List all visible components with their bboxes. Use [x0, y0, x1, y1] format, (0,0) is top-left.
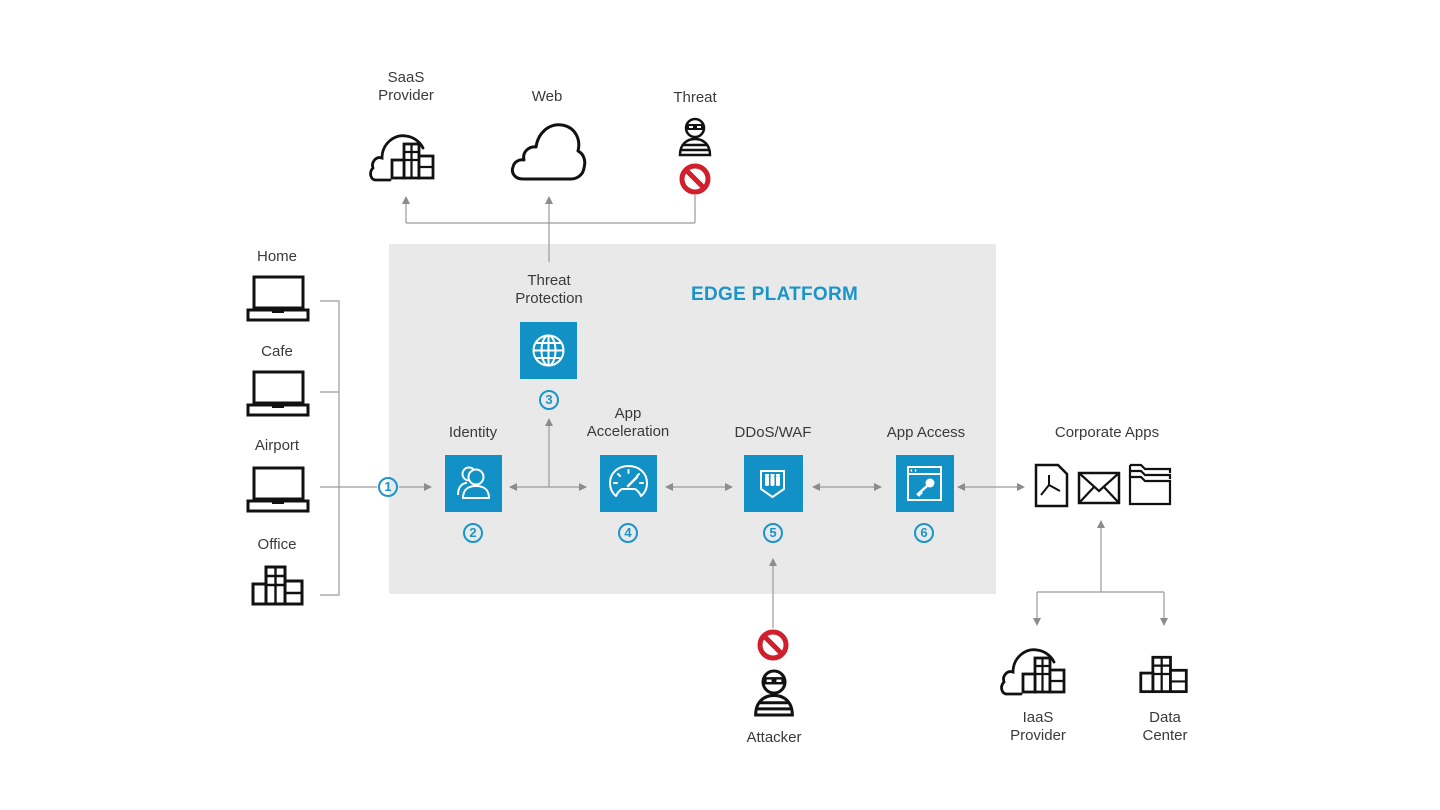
attacker-label: Attacker: [746, 729, 802, 746]
speedometer-icon: [608, 464, 649, 497]
app-acceleration-label: App Acceleration: [587, 405, 670, 441]
app-key-icon: [907, 466, 942, 501]
source-bracket: [320, 300, 340, 596]
threat-protection-label-line1: Threat: [527, 272, 571, 289]
source-home-label: Home: [256, 248, 298, 265]
attacker-icon: [678, 117, 712, 157]
step-3-badge: 3: [539, 390, 559, 410]
source-cafe-label: Cafe: [261, 343, 293, 360]
datacenter-label-line1: Data: [1149, 709, 1181, 726]
step-4-badge: 4: [618, 523, 638, 543]
threat-protection-tile[interactable]: [520, 322, 577, 379]
step-2-badge: 2: [463, 523, 483, 543]
datacenter-label: Data Center: [1142, 709, 1187, 745]
app-access-tile[interactable]: [896, 455, 954, 512]
iaas-label-line1: IaaS: [1022, 709, 1054, 726]
blocked-icon: [757, 629, 789, 661]
laptop-icon: [246, 466, 310, 513]
attacker-icon: [754, 669, 794, 717]
app-acceleration-label-line1: App: [614, 405, 642, 422]
cloud-building-icon: [1000, 648, 1066, 696]
folders-icon: [1128, 463, 1172, 506]
saas-label-line1: SaaS: [387, 69, 425, 86]
app-acceleration-tile[interactable]: [600, 455, 657, 512]
laptop-icon: [246, 275, 310, 322]
app-access-label: App Access: [886, 424, 966, 441]
app-acceleration-label-line2: Acceleration: [586, 423, 670, 440]
users-icon: [457, 466, 491, 499]
identity-tile[interactable]: [445, 455, 502, 512]
step-1-badge: 1: [378, 477, 398, 497]
threat-label: Threat: [673, 89, 717, 106]
building-icon: [251, 565, 304, 606]
ddos-waf-label: DDoS/WAF: [734, 424, 812, 441]
saas-label: SaaS Provider: [378, 69, 434, 105]
mail-icon: [1077, 471, 1121, 505]
globe-icon: [532, 334, 565, 367]
source-office-label: Office: [257, 536, 297, 553]
cloud-icon: [510, 123, 587, 181]
identity-label: Identity: [448, 424, 498, 441]
cloud-building-icon: [369, 134, 435, 182]
threat-protection-label-line2: Protection: [515, 290, 583, 307]
laptop-icon: [246, 370, 310, 417]
datacenter-label-line2: Center: [1142, 727, 1188, 744]
platform-title: EDGE PLATFORM: [691, 284, 859, 305]
building-icon: [1139, 655, 1188, 694]
ddos-waf-tile[interactable]: [744, 455, 803, 512]
saas-label-line2: Provider: [378, 87, 434, 104]
web-label: Web: [531, 88, 563, 105]
threat-protection-label: Threat Protection: [515, 272, 583, 308]
iaas-label: IaaS Provider: [1010, 709, 1066, 745]
iaas-label-line2: Provider: [1010, 727, 1066, 744]
step-5-badge: 5: [763, 523, 783, 543]
edge-platform-area: [389, 244, 996, 594]
blocked-icon: [679, 163, 711, 195]
corporate-apps-label: Corporate Apps: [1054, 424, 1160, 441]
pdf-file-icon: [1034, 463, 1069, 508]
source-airport-label: Airport: [254, 437, 300, 454]
step-6-badge: 6: [914, 523, 934, 543]
shield-icon: [760, 470, 785, 499]
